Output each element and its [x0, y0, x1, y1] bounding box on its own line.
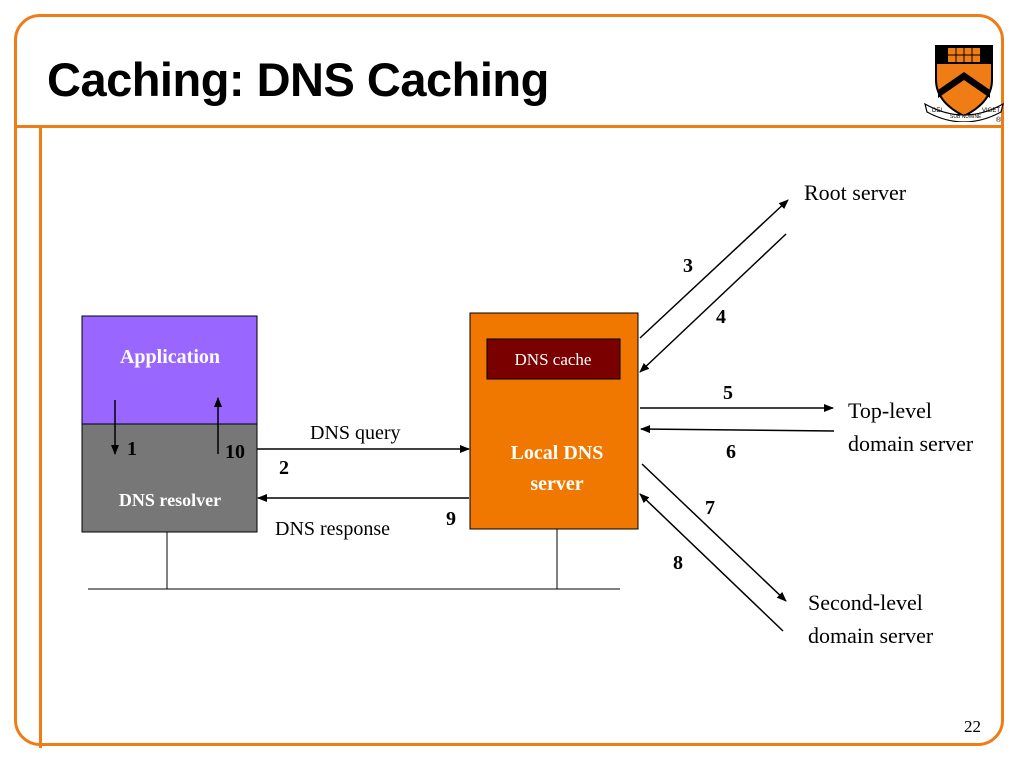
step-5-label: 5: [723, 382, 733, 404]
step-3-arrow: [639, 199, 789, 339]
step-2-label: 2: [279, 457, 289, 479]
registered-mark: ®: [996, 116, 1002, 122]
title-divider: [17, 125, 1003, 128]
step-7-arrow: [641, 463, 787, 602]
logo-motto-middle: SUB NUMINE: [950, 114, 982, 120]
step-10-label: 10: [225, 441, 245, 463]
step-3-label: 3: [683, 255, 693, 277]
step-9-label: 9: [446, 508, 456, 530]
root-server-label: Root server: [804, 180, 907, 205]
dns-response-label: DNS response: [275, 518, 390, 540]
local-dns-label-line1: Local DNS: [511, 442, 604, 464]
step-4-arrow: [639, 233, 787, 373]
dns-resolver-label: DNS resolver: [119, 490, 221, 510]
second-level-server-label-line1: Second-level: [808, 590, 923, 615]
step-8-arrow: [639, 493, 784, 632]
dns-cache-label: DNS cache: [515, 350, 592, 369]
dns-query-label: DNS query: [310, 422, 401, 444]
top-level-server-label-line2: domain server: [848, 431, 974, 456]
application-box: [81, 315, 258, 425]
step-8-label: 8: [673, 552, 683, 574]
second-level-server-label-line2: domain server: [808, 623, 934, 648]
dns-resolver-box: [81, 423, 258, 533]
step-6-label: 6: [726, 441, 736, 463]
slide-frame: [14, 14, 1004, 746]
step-6-arrow: [640, 425, 835, 434]
page-number: 22: [964, 717, 981, 736]
step-4-label: 4: [716, 306, 726, 328]
top-level-server-label-line1: Top-level: [848, 398, 932, 423]
dns-cache-box: [486, 338, 621, 380]
logo-motto-left: DEI: [932, 108, 942, 114]
application-label: Application: [120, 346, 220, 368]
slide-title: Caching: DNS Caching: [47, 53, 549, 106]
local-dns-label-line2: server: [530, 473, 583, 495]
step-1-label: 1: [127, 438, 137, 460]
left-accent-bar: [39, 128, 42, 748]
logo-motto-right: VIGET: [982, 108, 1000, 114]
university-shield-logo: DEI SUB NUMINE VIGET ®: [924, 45, 1004, 122]
step-7-label: 7: [705, 497, 715, 519]
